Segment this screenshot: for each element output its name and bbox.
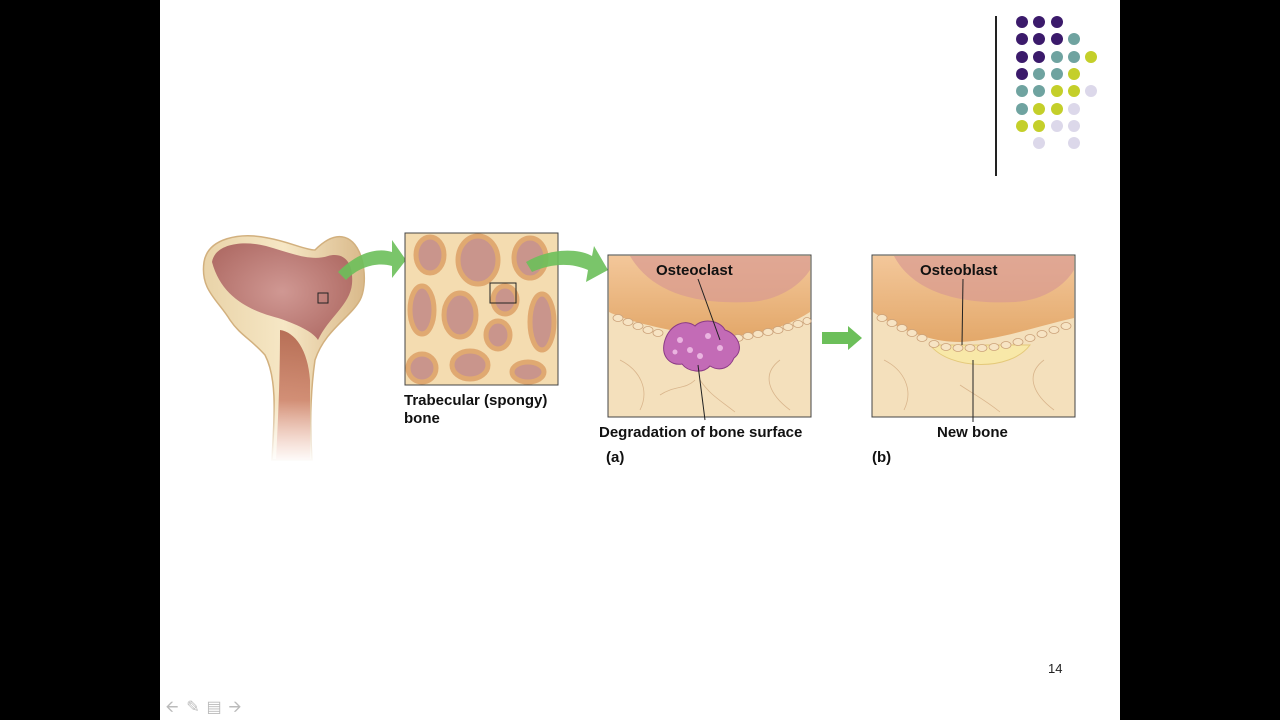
osteoblast-panel (872, 255, 1075, 422)
menu-icon[interactable]: ▤ (204, 698, 224, 718)
green-arrow-3 (822, 326, 862, 350)
osteoclast-label: Osteoclast (656, 262, 733, 280)
new-bone-label: New bone (937, 424, 1008, 442)
trabecular-bone-panel (405, 233, 558, 385)
arrow-right-icon[interactable]: 🡪 (225, 698, 245, 718)
slide: Trabecular (spongy) bone Osteoclast Oste… (160, 0, 1120, 720)
slideshow-nav: 🡨 ✎ ▤ 🡪 (162, 698, 252, 720)
pen-icon[interactable]: ✎ (183, 698, 203, 718)
arrow-left-icon[interactable]: 🡨 (162, 698, 182, 718)
panel-a-label: (a) (606, 449, 624, 467)
page-number: 14 (1048, 661, 1062, 676)
trabecular-label: Trabecular (spongy) bone (404, 392, 547, 428)
bone-remodeling-diagram (160, 0, 1120, 720)
trabecular-label-line2: bone (404, 410, 547, 428)
degradation-label: Degradation of bone surface (599, 424, 802, 442)
trabecular-label-line1: Trabecular (spongy) (404, 392, 547, 410)
panel-b-label: (b) (872, 449, 891, 467)
osteoblast-label: Osteoblast (920, 262, 998, 280)
